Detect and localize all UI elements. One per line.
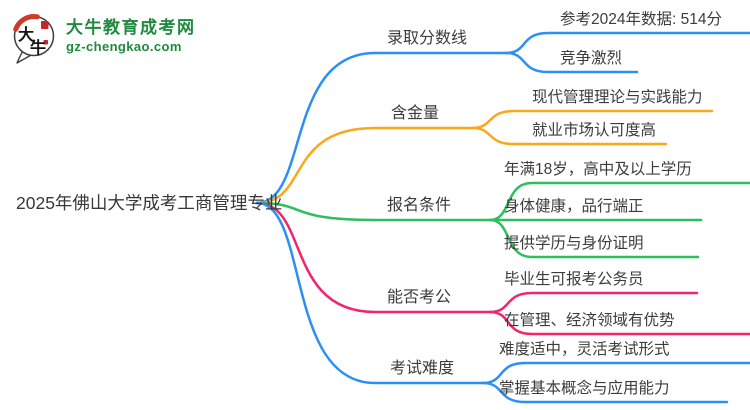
child-connector bbox=[504, 31, 750, 55]
child-connector bbox=[481, 381, 729, 404]
branch-connector bbox=[255, 201, 492, 222]
child-connector bbox=[481, 361, 750, 385]
child-connector bbox=[504, 51, 639, 74]
root-topic: 2025年佛山大学成考工商管理专业 bbox=[16, 193, 283, 213]
branch-label: 含金量 bbox=[391, 105, 440, 122]
child-connector bbox=[488, 291, 699, 314]
daniu-logo-icon: 大 牛 bbox=[13, 14, 55, 64]
branch-label: 录取分数线 bbox=[387, 30, 468, 47]
child-connector bbox=[488, 181, 750, 222]
child-label: 参考2024年数据: 514分 bbox=[560, 11, 722, 28]
site-logo: 大 牛 大牛教育成考网 gz-chengkao.com bbox=[10, 12, 196, 66]
logo-red-arc bbox=[13, 14, 40, 32]
child-label: 现代管理理论与实践能力 bbox=[532, 89, 703, 106]
branch-label: 考试难度 bbox=[390, 360, 455, 377]
branch-connector bbox=[255, 201, 485, 385]
child-connector bbox=[488, 310, 750, 336]
child-connector bbox=[488, 218, 700, 259]
child-label: 竞争激烈 bbox=[560, 50, 623, 67]
child-connector bbox=[470, 126, 668, 146]
branch-label: 报名条件 bbox=[387, 197, 452, 214]
child-label: 难度适中，灵活考试形式 bbox=[499, 341, 670, 358]
branch-connector bbox=[255, 126, 474, 205]
child-label: 在管理、经济领域有优势 bbox=[504, 312, 675, 329]
child-label: 身体健康，品行端正 bbox=[504, 198, 644, 215]
child-label: 提供学历与身份证明 bbox=[504, 235, 644, 252]
site-name: 大牛教育成考网 bbox=[66, 18, 196, 37]
logo-char-top: 大 bbox=[18, 25, 34, 44]
child-label: 年满18岁，高中及以上学历 bbox=[504, 161, 692, 178]
branch-connector bbox=[255, 51, 508, 205]
site-domain: gz-chengkao.com bbox=[66, 39, 182, 54]
child-label: 就业市场认可度高 bbox=[532, 122, 657, 139]
logo-seal-stamp bbox=[41, 21, 49, 29]
branch-connector bbox=[255, 201, 492, 314]
branch-label: 能否考公 bbox=[387, 289, 452, 306]
logo-char-bottom: 牛 bbox=[30, 38, 46, 57]
child-label: 毕业生可报考公务员 bbox=[504, 271, 644, 288]
child-label: 掌握基本概念与应用能力 bbox=[499, 380, 670, 397]
